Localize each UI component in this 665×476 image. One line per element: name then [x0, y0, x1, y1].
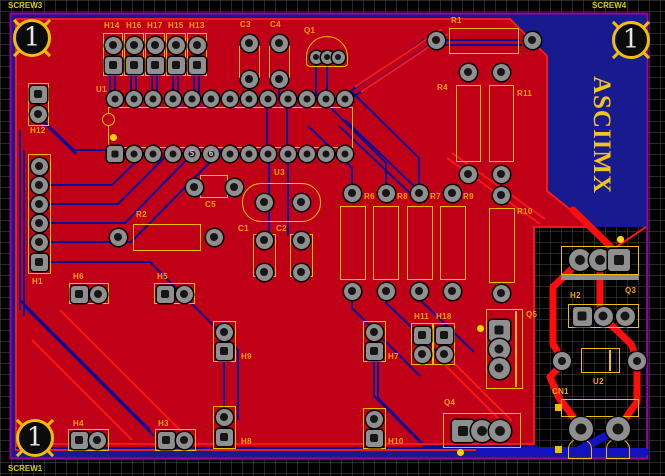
thick-bottom-traces[interactable]: [476, 426, 649, 456]
bottom-layer-traces[interactable]: [16, 39, 538, 449]
board-title-silkscreen: ASCIIMX: [584, 72, 618, 198]
board-title-text: ASCIIMX: [588, 75, 615, 195]
